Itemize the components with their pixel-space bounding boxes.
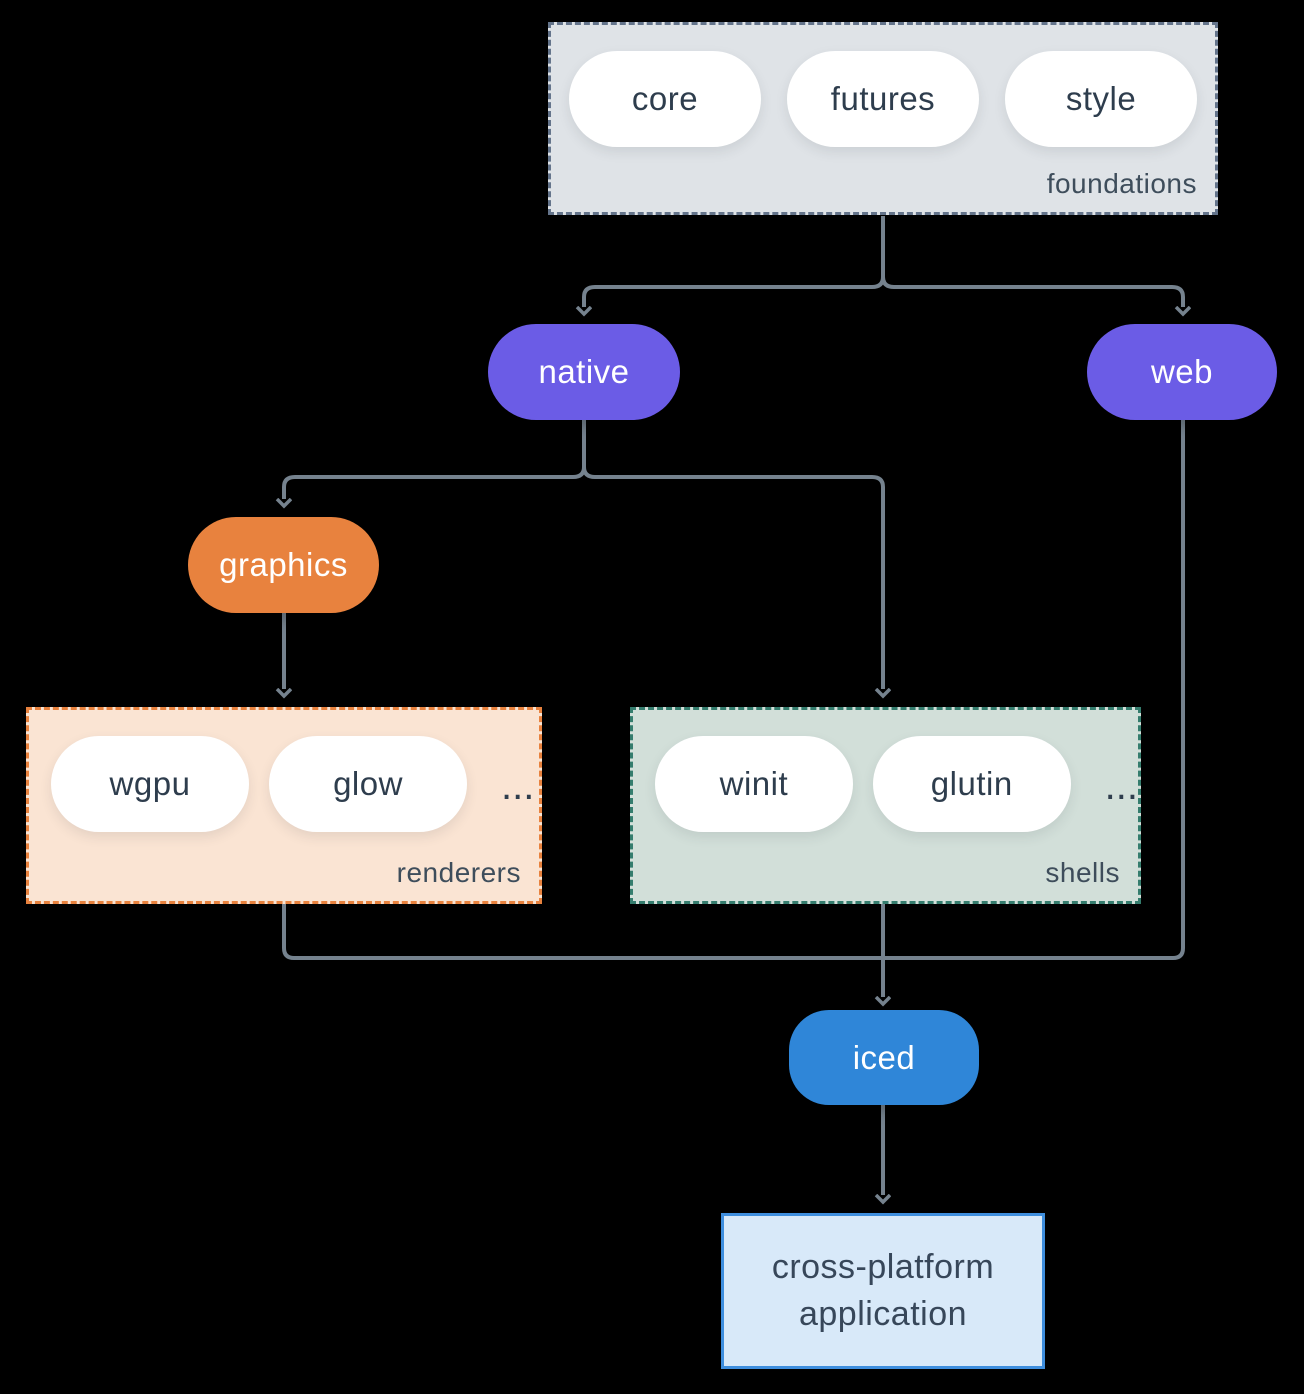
group-renderers: wgpu glow ... renderers	[26, 707, 542, 904]
node-futures: futures	[787, 51, 979, 147]
shells-label: shells	[1045, 857, 1120, 888]
app-label-line2: application	[798, 1295, 968, 1333]
node-glutin: glutin	[872, 736, 1071, 832]
group-shells: winit glutin ... shells	[630, 707, 1141, 904]
node-cross-platform-application: cross-platform application	[721, 1213, 1045, 1369]
edge-renderers-merge	[282, 904, 881, 960]
edge-foundations-web	[881, 216, 1183, 307]
edge-native-shells	[582, 420, 883, 689]
node-web: web	[1087, 324, 1277, 420]
foundations-label: foundations	[1046, 168, 1197, 199]
node-winit: winit	[655, 736, 853, 832]
edge-foundations-native	[584, 216, 885, 307]
renderers-label: renderers	[396, 857, 521, 888]
group-foundations: core futures style foundations	[548, 22, 1218, 215]
node-style: style	[1005, 51, 1197, 147]
node-graphics: graphics	[188, 517, 379, 613]
app-label-line1: cross-platform	[771, 1248, 995, 1286]
renderers-pill-row: wgpu glow ...	[29, 710, 539, 832]
foundations-pill-row: core futures style	[551, 25, 1215, 147]
renderers-ellipsis: ...	[501, 763, 535, 808]
node-native: native	[488, 324, 680, 420]
edge-web-merge	[885, 420, 1185, 960]
node-glow: glow	[269, 736, 467, 832]
edge-native-graphics	[284, 420, 586, 499]
node-core: core	[569, 51, 761, 147]
shells-ellipsis: ...	[1104, 763, 1138, 808]
node-iced: iced	[789, 1010, 979, 1105]
node-wgpu: wgpu	[51, 736, 249, 832]
shells-pill-row: winit glutin ...	[633, 710, 1138, 832]
